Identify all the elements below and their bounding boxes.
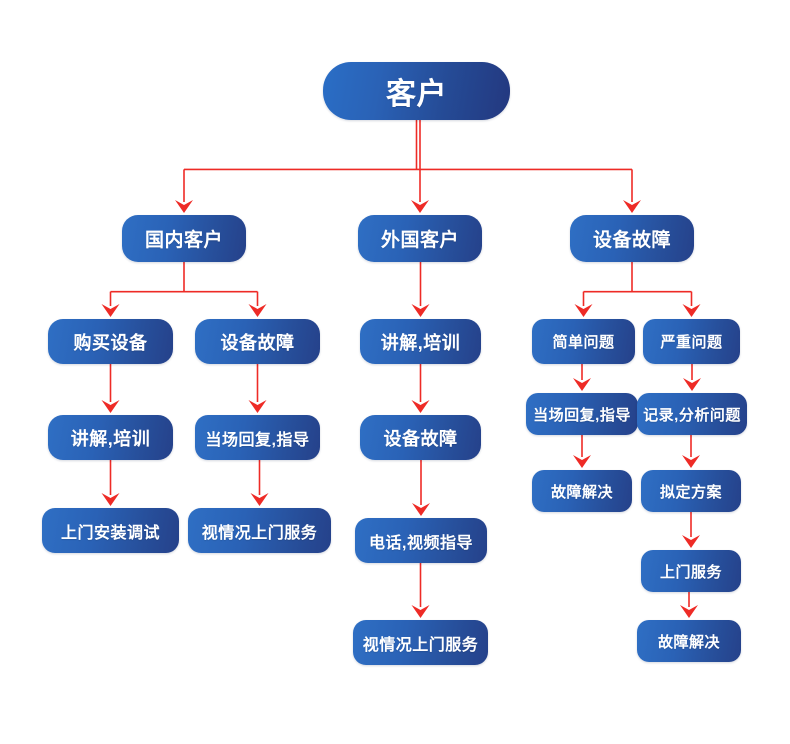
node-label: 简单问题: [552, 334, 615, 351]
node-label: 记录,分析问题: [643, 406, 741, 424]
arrowhead-icon: [682, 455, 700, 468]
node-label: 当场回复,指导: [533, 406, 631, 424]
arrowhead-icon: [411, 605, 430, 618]
arrowhead-icon: [680, 605, 698, 618]
node-label: 设备故障: [383, 428, 458, 449]
arrowhead-icon: [412, 503, 430, 516]
node-simple[interactable]: 简单问题: [532, 319, 635, 364]
node-train2[interactable]: 讲解,培训: [360, 319, 481, 364]
node-label: 严重问题: [660, 334, 723, 351]
node-label: 电话,视频指导: [369, 534, 473, 552]
node-label: 上门服务: [659, 563, 722, 581]
arrowhead-icon: [101, 304, 120, 317]
node-label: 视情况上门服务: [201, 524, 318, 542]
arrowhead-icon: [248, 400, 267, 413]
node-label: 购买设备: [73, 332, 148, 353]
node-label: 设备故障: [220, 332, 295, 353]
node-root[interactable]: 客户: [323, 62, 510, 120]
node-domestic[interactable]: 国内客户: [122, 215, 246, 262]
arrowhead-icon: [573, 378, 591, 391]
arrowhead-icon: [175, 200, 193, 213]
arrowhead-icon: [411, 304, 430, 317]
node-label: 故障解决: [657, 633, 720, 651]
node-record[interactable]: 记录,分析问题: [637, 393, 747, 435]
node-d-fault[interactable]: 设备故障: [195, 319, 320, 364]
arrowhead-icon: [250, 493, 269, 506]
node-label: 视情况上门服务: [362, 636, 479, 654]
arrowhead-icon: [683, 378, 701, 391]
arrowhead-icon: [411, 200, 429, 213]
node-label: 讲解,培训: [70, 428, 151, 449]
arrowhead-icon: [574, 304, 593, 317]
arrowhead-icon: [623, 200, 641, 213]
node-buy[interactable]: 购买设备: [48, 319, 173, 364]
node-fault[interactable]: 设备故障: [570, 215, 694, 262]
node-onsite-rep2[interactable]: 当场回复,指导: [526, 393, 638, 435]
node-label: 拟定方案: [659, 483, 722, 501]
node-label: 当场回复,指导: [205, 431, 310, 449]
node-severe[interactable]: 严重问题: [643, 319, 740, 364]
node-onsite-srv[interactable]: 上门服务: [641, 550, 741, 592]
node-onsite-rep1[interactable]: 当场回复,指导: [195, 415, 320, 460]
arrowhead-icon: [101, 493, 120, 506]
arrowhead-icon: [101, 400, 120, 413]
arrowhead-icon: [573, 455, 591, 468]
node-label: 设备故障: [592, 230, 671, 251]
node-label: 讲解,培训: [380, 332, 461, 353]
node-solved2[interactable]: 故障解决: [637, 620, 741, 662]
node-visit-cond1[interactable]: 视情况上门服务: [188, 508, 331, 553]
node-label: 上门安装调试: [60, 524, 160, 542]
arrowhead-icon: [682, 535, 700, 548]
arrowhead-icon: [411, 400, 430, 413]
node-train1[interactable]: 讲解,培训: [48, 415, 173, 460]
node-visit-cond2[interactable]: 视情况上门服务: [353, 620, 488, 665]
arrowhead-icon: [248, 304, 267, 317]
node-label: 客户: [386, 78, 447, 111]
node-install[interactable]: 上门安装调试: [42, 508, 179, 553]
node-phone-video[interactable]: 电话,视频指导: [355, 518, 487, 563]
node-label: 外国客户: [380, 230, 459, 251]
node-plan[interactable]: 拟定方案: [641, 470, 741, 512]
node-label: 故障解决: [550, 483, 613, 501]
node-solved1[interactable]: 故障解决: [532, 470, 632, 512]
node-label: 国内客户: [144, 230, 223, 251]
arrowhead-icon: [682, 304, 701, 317]
node-f-fault[interactable]: 设备故障: [360, 415, 481, 460]
node-foreign[interactable]: 外国客户: [358, 215, 482, 262]
